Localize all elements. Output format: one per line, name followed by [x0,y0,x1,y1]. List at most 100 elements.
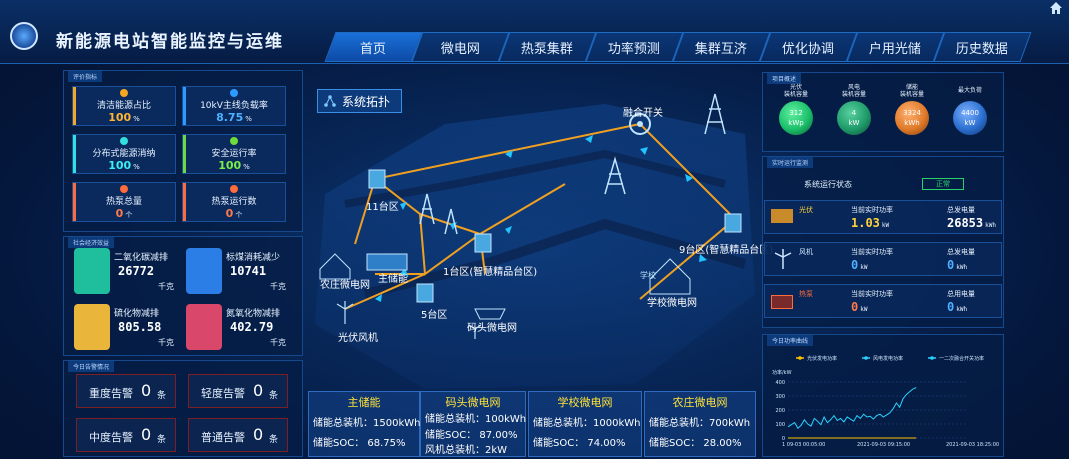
cap-label-max-load: 最大负荷 [957,87,982,94]
card-safe-operation: 安全运行率 100% [182,134,286,174]
alarm-severe[interactable]: 重度告警 0 条 [76,374,176,408]
eco-coal: 标煤消耗减少 10741 千克 [186,248,290,294]
house-icons [319,253,691,320]
label-main-storage: 主储能 [378,274,408,285]
label-farm-microgrid: 农庄微电网 [320,280,370,291]
realtime-title: 实时运行监测 [767,157,814,168]
gauge-icon [230,89,238,97]
app-title: 新能源电站智能监控与运维 [56,32,284,52]
y-tick-label: 200 [775,408,785,414]
x-tick-label: 2021-09-03 09:15:00 [857,442,910,448]
alarm-title: 今日告警情况 [68,361,115,372]
topology-icon [324,95,336,107]
eco-sulfide: 硫化物减排 805.58 千克 [74,304,178,350]
alarm-normal[interactable]: 普通告警 0 条 [188,418,288,452]
alarm-moderate[interactable]: 中度告警 0 条 [76,418,176,452]
cap-label-storage: 储能装机容量 [899,84,924,98]
logo-icon [10,22,38,50]
eco-co2: 二氧化碳减排 26772 千克 [74,248,178,294]
leaf-icon [120,89,128,97]
cap-ball-max-load: 4400 kW [953,101,987,135]
legend-dot [864,356,868,360]
label-school-microgrid: 学校微电网 [647,298,697,309]
topology-map [315,93,755,389]
cap-ball-wind: 4 kW [837,101,871,135]
switch-icon [629,113,651,135]
chart-icon [120,137,128,145]
wind-turbine-icon [774,249,792,269]
label-area-9: 9台区(智慧精品台区) [679,245,774,256]
water-drop-icon [186,304,222,350]
stat-school-microgrid: 学校微电网 储能总装机：1000kWh 储能SOC： 74.00% [528,391,642,457]
cap-ball-storage: 3324 kWh [895,101,929,135]
x-tick-label: 2021-09-03 18:25:00 [946,442,999,448]
stat-farm-microgrid: 农庄微电网 储能总装机：700kWh 储能SOC： 28.00% [644,391,756,457]
chart-title: 今日功率曲线 [767,335,814,346]
card-clean-energy-ratio: 清洁能源占比 100% [72,86,176,126]
chart-panel: 今日功率曲线 [762,334,1004,457]
stat-main-storage: 主储能 储能总装机：1500kWh 储能SOC： 68.75% [308,391,420,457]
topology-button[interactable]: 系统拓扑 [317,89,402,113]
label-pv-wind: 光伏风机 [338,333,378,344]
coal-cart-icon [186,248,222,294]
wind-turbine-icons [336,301,482,339]
legend-dot [930,356,934,360]
road [344,149,726,208]
transformer-icons [366,169,742,303]
series-line [787,387,917,429]
tab-history[interactable]: 历史数据 [933,32,1032,62]
heatpump-icon [771,295,793,309]
y-tick-label: 100 [775,422,785,428]
status-badge: 正常 [922,178,964,190]
nav-tabs: 首页 微电网 热泵集群 功率预测 集群互济 优化协调 户用光储 历史数据 [324,32,1032,62]
card-distributed-energy: 分布式能源消纳 100% [72,134,176,174]
tab-optimization[interactable]: 优化协调 [759,32,858,62]
eco-nox: 氮氧化物减排 402.79 千克 [186,304,290,350]
tab-home[interactable]: 首页 [324,32,423,62]
shield-icon [230,137,238,145]
home-icon[interactable] [1049,1,1063,15]
label-area-5: 5台区 [421,310,448,321]
tab-heatpump-cluster[interactable]: 热泵集群 [498,32,597,62]
label-school: 学校 [640,271,656,280]
factory-icon [120,185,128,193]
alarm-light[interactable]: 轻度告警 0 条 [188,374,288,408]
y-axis-label: 功率/kW [772,369,792,376]
tower-icons [419,93,726,235]
cap-ball-pv: 312 kWp [779,101,813,135]
tab-cluster-mutual-aid[interactable]: 集群互济 [672,32,771,62]
factory-icon [230,185,238,193]
legend-label: 光伏发电功率 [807,355,837,362]
y-tick-label: 0 [782,436,785,442]
tab-household-pv-storage[interactable]: 户用光储 [846,32,945,62]
tab-microgrid[interactable]: 微电网 [411,32,510,62]
eco-title: 社会经济效益 [68,237,115,248]
flow-arrows [375,135,707,302]
label-fusion-switch: 融合开关 [623,108,663,119]
road [363,218,747,299]
legend-label: 风电发电功率 [873,355,903,362]
label-area-11: 11台区 [366,202,399,213]
eval-title: 评价指标 [68,71,103,82]
card-10kv-load-rate: 10kV主线负载率 8.75% [182,86,286,126]
legend-label: 一二次融合开关功率 [939,355,984,362]
cap-label-wind: 风电装机容量 [841,84,866,98]
y-tick-label: 300 [775,394,785,400]
capacity-title: 项目概述 [767,73,802,84]
label-area-1: 1台区(智慧精品台区) [443,267,538,278]
tab-power-forecast[interactable]: 功率预测 [585,32,684,62]
stat-dock-microgrid: 码头微电网 储能总装机：100kWh 储能SOC： 87.00% 风机总装机：2… [420,391,526,457]
legend-dot [798,356,802,360]
header: 新能源电站智能监控与运维 首页 微电网 热泵集群 功率预测 集群互济 优化协调 … [0,0,1069,64]
system-status-label: 系统运行状态 [804,180,852,189]
tree-icon [74,304,110,350]
cap-label-pv: 光伏装机容量 [783,84,808,98]
solar-panel-icon [771,209,793,223]
x-tick-label: 1 09-03 00:05:00 [782,442,825,448]
y-tick-label: 400 [775,380,785,386]
